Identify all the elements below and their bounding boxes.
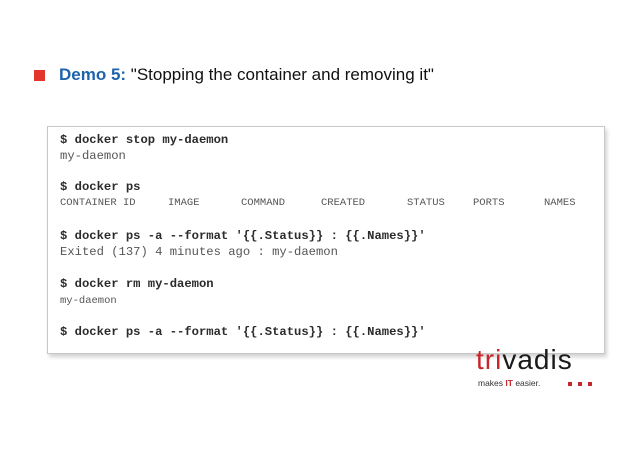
title-demo-label: Demo 5: (59, 65, 127, 84)
terminal-box: $ docker stop my-daemon my-daemon $ dock… (47, 126, 605, 354)
header-names: NAMES (544, 197, 576, 209)
command-line: $ docker stop my-daemon (60, 133, 229, 147)
header-container-id: CONTAINER ID (60, 197, 136, 209)
header-image: IMAGE (168, 197, 200, 209)
title-text: Demo 5: "Stopping the container and remo… (59, 65, 434, 85)
slide-title: Demo 5: "Stopping the container and remo… (34, 62, 434, 88)
command-line: $ docker rm my-daemon (60, 277, 214, 291)
header-command: COMMAND (241, 197, 286, 209)
command-line: $ docker ps -a --format '{{.Status}} : {… (60, 229, 426, 243)
logo-tagline: makes IT easier. (478, 378, 541, 388)
logo-wordmark: trivadis (476, 344, 573, 375)
command-line: $ docker ps (60, 180, 141, 194)
header-status: STATUS (407, 197, 445, 209)
command-output: my-daemon (60, 295, 117, 307)
header-created: CREATED (321, 197, 366, 209)
title-bullet-icon (34, 69, 45, 81)
logo-dots-icon (568, 382, 592, 386)
trivadis-logo: trivadis makes IT easier. (476, 344, 606, 394)
command-line: $ docker ps -a --format '{{.Status}} : {… (60, 325, 426, 339)
header-ports: PORTS (473, 197, 505, 209)
command-output: my-daemon (60, 149, 126, 163)
title-caption: "Stopping the container and removing it" (126, 65, 434, 84)
command-output: Exited (137) 4 minutes ago : my-daemon (60, 245, 338, 259)
